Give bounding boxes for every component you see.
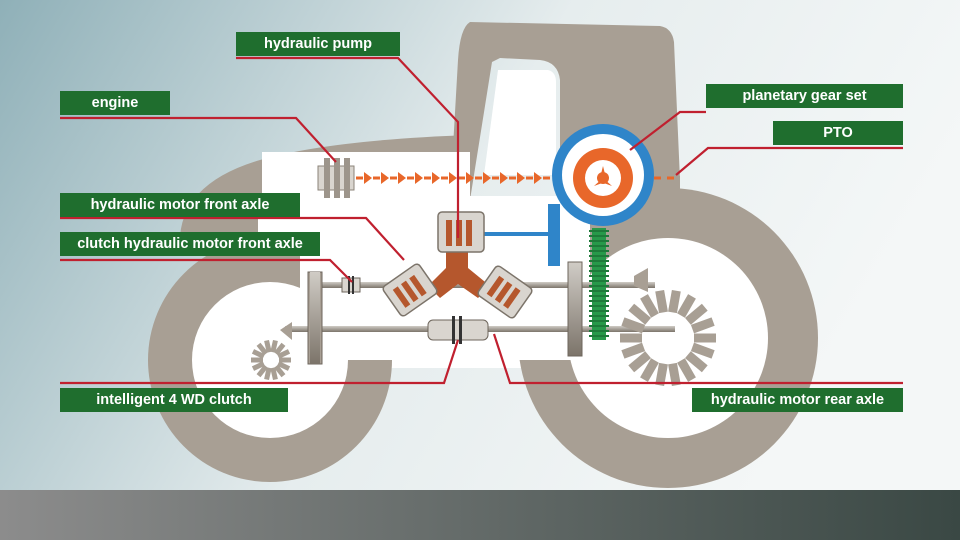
engine-power-flow (356, 172, 676, 184)
label-pto: PTO (773, 121, 903, 145)
flow-arrow-icon (534, 172, 542, 184)
planetary-gear-set-icon (552, 124, 654, 226)
hub-spoke (274, 342, 286, 356)
front-axle-clutch-icon (341, 276, 361, 294)
flow-arrow-icon (449, 172, 457, 184)
hub-spoke (274, 364, 286, 378)
leader-clutch-front (60, 258, 353, 283)
label-intelligent-4wd-clutch: intelligent 4 WD clutch (60, 388, 288, 412)
leader-planetary (629, 110, 706, 151)
flow-arrow-icon (415, 172, 423, 184)
gear-tooth (589, 300, 609, 302)
hub-spoke (264, 339, 272, 353)
hub-spoke (628, 351, 651, 373)
leader-motor-rear (492, 333, 903, 385)
hub-spoke (685, 303, 708, 325)
hub-spoke (256, 342, 268, 356)
gear-tooth (589, 320, 609, 322)
drive-gear-icon (589, 228, 609, 340)
hub-spoke (690, 342, 715, 359)
hydraulic-pump-icon (437, 211, 485, 253)
hub-spoke (668, 362, 681, 387)
gear-tooth (589, 330, 609, 332)
hub-spoke (264, 367, 272, 381)
gear-tooth (589, 255, 609, 257)
hub-spoke (685, 351, 708, 373)
flow-arrow-icon (483, 172, 491, 184)
flow-arrow-icon (398, 172, 406, 184)
flow-arrow-icon (517, 172, 525, 184)
gear-tooth (589, 280, 609, 282)
front-hub-gear-icon (251, 339, 291, 381)
leader-lines (60, 56, 903, 385)
hub-spoke (270, 367, 278, 381)
rear-axle-gear-stack-icon (567, 261, 583, 357)
gear-tooth (589, 240, 609, 242)
hub-spoke (251, 349, 265, 359)
bevel-gear-front-icon (280, 322, 292, 340)
gear-tooth (589, 260, 609, 262)
label-hydraulic-motor-rear-axle: hydraulic motor rear axle (692, 388, 903, 412)
label-hydraulic-pump: hydraulic pump (236, 32, 400, 56)
cab-window (484, 70, 556, 175)
label-clutch-hydraulic-motor-front-axle: clutch hydraulic motor front axle (60, 232, 320, 256)
gear-tooth (589, 230, 609, 232)
hydraulic-motor-rear-axle-icon (477, 265, 533, 319)
hub-spoke (677, 358, 696, 382)
label-planetary-gear-set: planetary gear set (706, 84, 903, 108)
hub-spoke (677, 294, 696, 318)
gear-tooth (589, 250, 609, 252)
flow-arrow-icon (432, 172, 440, 184)
gear-tooth (589, 310, 609, 312)
hydraulic-block-icon (428, 248, 490, 298)
hub-spoke (256, 364, 268, 378)
hub-spoke (628, 303, 651, 325)
hub-spoke (640, 358, 659, 382)
leader-hydraulic-pump (236, 56, 460, 238)
hub-spoke (270, 339, 278, 353)
gear-tooth (589, 305, 609, 307)
bevel-gear-rear-icon (634, 268, 648, 292)
leader-motor-front (60, 216, 405, 261)
gear-tooth (589, 275, 609, 277)
hub-spoke (655, 289, 668, 314)
gear-tooth (589, 295, 609, 297)
flow-arrow-icon (500, 172, 508, 184)
hydraulic-motor-front-axle-icon (382, 263, 438, 317)
hub-spoke (277, 361, 291, 371)
flow-arrow-icon (381, 172, 389, 184)
label-hydraulic-motor-front-axle: hydraulic motor front axle (60, 193, 300, 217)
leader-pto (675, 146, 903, 176)
gear-tooth (589, 315, 609, 317)
gear-tooth (589, 335, 609, 337)
gear-tooth (589, 265, 609, 267)
hub-spoke (251, 361, 265, 371)
gear-tooth (589, 290, 609, 292)
hub-spoke (621, 317, 646, 334)
label-engine: engine (60, 91, 170, 115)
hub-spoke (640, 294, 659, 318)
hub-spoke (668, 289, 681, 314)
hub-spoke (277, 349, 291, 359)
flow-arrow-icon (364, 172, 372, 184)
flow-arrow-icon (466, 172, 474, 184)
rear-hub-gear-icon (620, 289, 716, 387)
4wd-clutch-icon (427, 316, 489, 344)
gear-tooth (589, 325, 609, 327)
hub-spoke (690, 317, 715, 334)
hub-spoke (655, 362, 668, 387)
leader-engine (60, 116, 337, 163)
hub-spoke (621, 342, 646, 359)
ground-band (0, 490, 960, 540)
leader-4wd-clutch (60, 339, 460, 385)
engine-icon (317, 158, 355, 198)
gear-tooth (589, 270, 609, 272)
gear-tooth (589, 245, 609, 247)
gear-tooth (589, 285, 609, 287)
front-axle-gear-icon (307, 271, 323, 365)
pto-gear-icon (482, 204, 560, 266)
gear-tooth (589, 235, 609, 237)
